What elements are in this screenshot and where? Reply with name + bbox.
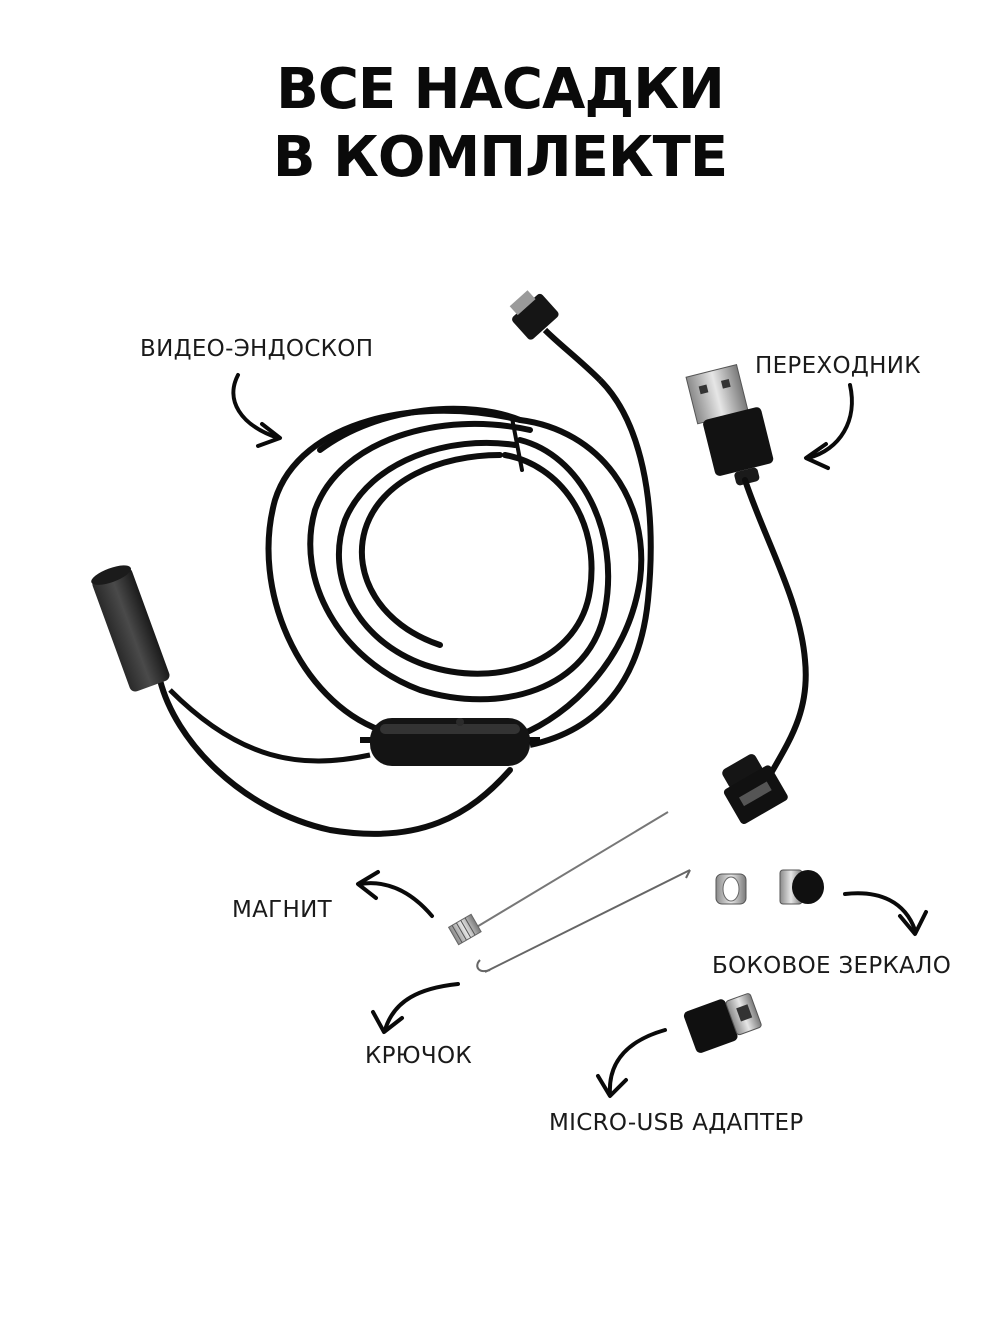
curved-arrow-icon xyxy=(231,373,928,1098)
hook-tool xyxy=(476,869,691,973)
control-box xyxy=(360,377,654,766)
label-magnet: МАГНИТ xyxy=(232,897,332,923)
endoscope-upper-cable xyxy=(542,327,603,383)
usb-adapter-cable xyxy=(685,364,809,825)
label-endoscope: ВИДЕО-ЭНДОСКОП xyxy=(140,336,374,362)
side-mirror-attachments xyxy=(715,869,824,905)
camera-head xyxy=(91,565,170,692)
endoscope-cable-coil xyxy=(265,405,645,738)
title-line-2: В КОМПЛЕКТЕ xyxy=(272,125,728,190)
magnet-tool xyxy=(447,811,669,946)
label-side-mirror: БОКОВОЕ ЗЕРКАЛО xyxy=(712,953,952,979)
title-line-1: ВСЕ НАСАДКИ xyxy=(276,57,725,122)
camera-cable xyxy=(157,677,513,837)
label-hook: КРЮЧОК xyxy=(365,1043,473,1069)
label-micro-usb: MICRO-USB АДАПТЕР xyxy=(549,1110,804,1136)
micro-usb-plug xyxy=(509,290,559,340)
label-adapter: ПЕРЕХОДНИК xyxy=(755,353,921,379)
micro-usb-adapter xyxy=(683,993,762,1053)
